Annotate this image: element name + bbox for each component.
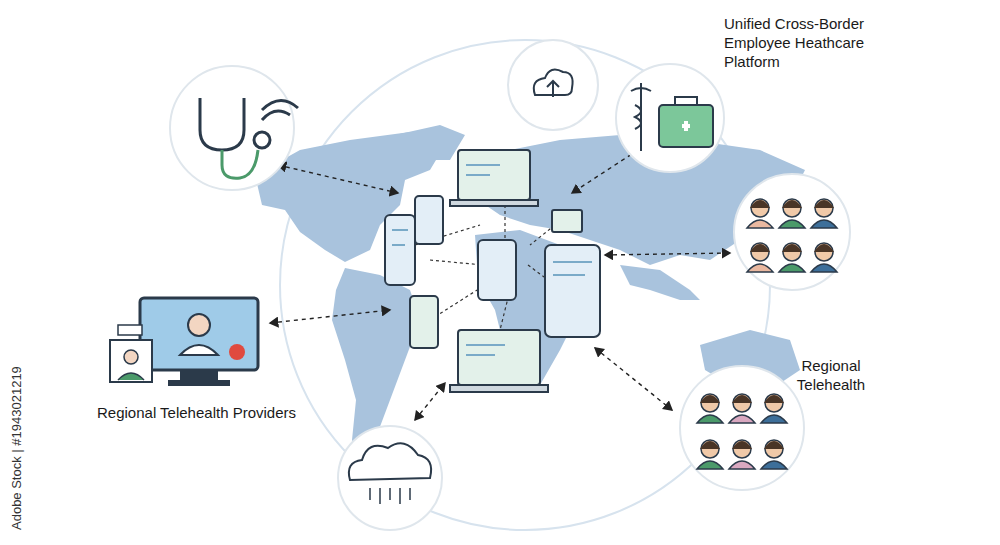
- node-label: Regional Telehealth Providers: [97, 403, 317, 422]
- device-icons: [385, 150, 600, 392]
- icon-circle: Regional Telehealth: [680, 366, 804, 490]
- medkit-icon: [617, 65, 723, 171]
- node-label: Regional Telehealth: [786, 356, 876, 394]
- provider-panel: Regional Telehealth Providers: [95, 290, 320, 430]
- icon-circle: Unified Cross-Border Employee Heathcare …: [615, 63, 725, 173]
- watermark: Adobe Stock | #1943021219: [7, 366, 26, 530]
- node-label: Unified Cross-Border Employee Heathcare …: [724, 14, 924, 71]
